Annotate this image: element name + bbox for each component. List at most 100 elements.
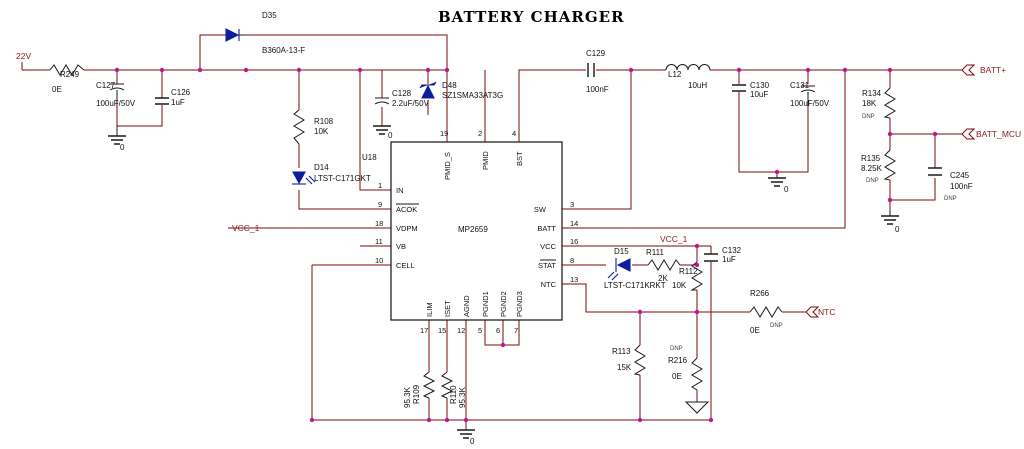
capacitor-c126	[155, 97, 169, 105]
pin-name-cell: CELL	[396, 261, 415, 270]
pin-num-5: 5	[478, 326, 482, 335]
r109-value: 95.3K	[403, 386, 412, 408]
pin-num-10: 10	[375, 256, 383, 265]
d35-ref: D35	[262, 11, 277, 20]
pin-name-ilim: ILIM	[425, 302, 434, 317]
r216-value: 0E	[672, 372, 682, 381]
pin-num-12: 12	[457, 326, 465, 335]
r110-ref: R110	[449, 385, 458, 404]
r135-note: DNP	[866, 178, 879, 184]
resistors: R249 0E R108 10K R134 18K DNP R135 8.25K…	[49, 64, 896, 408]
r134-value: 18K	[862, 99, 877, 108]
d48-value: SZ1SMA33AT3G	[442, 91, 503, 100]
d15-value: LTST-C171KRKT	[604, 281, 666, 290]
pin-num-17: 17	[420, 326, 428, 335]
ground-icon: 0	[457, 429, 475, 446]
pin-name-bst: BST	[515, 151, 524, 166]
r216-ref: R216	[668, 356, 688, 365]
resistor-r110	[440, 371, 454, 399]
r134-ref: R134	[862, 89, 882, 98]
pin-num-7: 7	[514, 326, 518, 335]
off-page-connector-icon	[961, 128, 976, 140]
resistor-r113	[633, 344, 646, 376]
r216-note: DNP	[670, 346, 683, 352]
capacitor-c127	[109, 83, 125, 91]
ground-icon: 0	[768, 177, 789, 194]
ground-icon: 0	[881, 210, 900, 234]
capacitor-c128	[374, 97, 390, 105]
net-vcc-right: VCC_1	[660, 234, 688, 244]
r266-ref: R266	[750, 289, 770, 298]
resistor-r134	[883, 87, 896, 119]
pin-name-pmid-s: PMID_S	[443, 152, 452, 180]
r110-value: 95.3K	[458, 386, 467, 408]
pin-name-stat: STAT	[538, 261, 556, 270]
resistor-r108	[293, 109, 305, 145]
pin-name-ntc: NTC	[541, 280, 557, 289]
resistor-r266	[749, 306, 783, 318]
pin-name-vdpm: VDPM	[396, 224, 418, 233]
pin-name-batt: BATT	[537, 224, 556, 233]
c127-ref: C127	[96, 81, 116, 90]
r111-value: 2K	[658, 274, 668, 283]
r135-value: 8.25K	[861, 164, 883, 173]
capacitor-c245	[928, 167, 942, 176]
pin-num-8: 8	[570, 256, 574, 265]
pin-name-pmid: PMID	[481, 151, 490, 170]
c127-value: 100uF/50V	[96, 99, 136, 108]
r135-ref: R135	[861, 154, 881, 163]
pin-num-13: 13	[570, 275, 578, 284]
r112-value: 10K	[672, 281, 687, 290]
pin-name-sw: SW	[534, 205, 547, 214]
resistor-r109	[422, 371, 436, 399]
pin-num-4: 4	[512, 129, 516, 138]
c130-ref: C130	[750, 81, 770, 90]
resistor-r111	[647, 259, 681, 271]
pin-name-iset: ISET	[443, 300, 452, 317]
net-22v: 22V	[16, 51, 31, 61]
ic-part: MP2659	[458, 225, 488, 234]
d15-ref: D15	[614, 247, 629, 256]
capacitor-c130	[732, 84, 746, 92]
c126-value: 1uF	[171, 98, 185, 107]
resistor-r112	[690, 261, 703, 291]
d48-ref: D48	[442, 81, 457, 90]
svg-text:0: 0	[388, 131, 393, 140]
net-labels: 22V BATT+ BATT_MCU VCC_1 VCC_1 NTC	[16, 51, 1021, 318]
c129-ref: C129	[586, 49, 606, 58]
junctions	[114, 67, 938, 423]
page-title: BATTERY CHARGER	[438, 8, 625, 26]
c132-value: 1uF	[722, 255, 736, 264]
svg-text:0: 0	[470, 437, 475, 446]
d14-value: LTST-C171GKT	[314, 174, 371, 183]
off-page-connector-icon	[961, 64, 976, 76]
pin-num-11: 11	[375, 237, 383, 246]
c126-ref: C126	[171, 88, 191, 97]
ground-icon: 0	[108, 126, 126, 152]
c129-value: 100nF	[586, 85, 609, 94]
pin-num-1: 1	[378, 181, 382, 190]
r249-value: 0E	[52, 85, 62, 94]
pin-num-19: 19	[440, 129, 448, 138]
l12-ref: L12	[668, 70, 682, 79]
r266-note: DNP	[770, 323, 783, 329]
grounds: 0 0 0 0 0	[108, 125, 900, 446]
c131-ref: C131	[790, 81, 810, 90]
pin-num-14: 14	[570, 219, 578, 228]
pin-name-in: IN	[396, 186, 404, 195]
r108-ref: R108	[314, 117, 334, 126]
pin-name-vb: VB	[396, 242, 406, 251]
svg-text:0: 0	[784, 185, 789, 194]
r111-ref: R111	[646, 248, 664, 257]
r108-value: 10K	[314, 127, 329, 136]
r249-ref: R249	[60, 70, 80, 79]
pin-name-pgnd1: PGND1	[481, 291, 490, 317]
c132-ref: C132	[722, 246, 742, 255]
c245-value: 100nF	[950, 182, 973, 191]
off-page-connector-icon	[805, 306, 820, 318]
net-vcc-left: VCC_1	[232, 223, 260, 233]
pin-name-vcc: VCC	[540, 242, 556, 251]
diodes: D35 B360A-13-F D48 SZ1SMA33AT3G D14 LTST…	[225, 11, 666, 290]
ground-triangle-icon	[684, 401, 710, 414]
ic-body	[390, 141, 563, 321]
